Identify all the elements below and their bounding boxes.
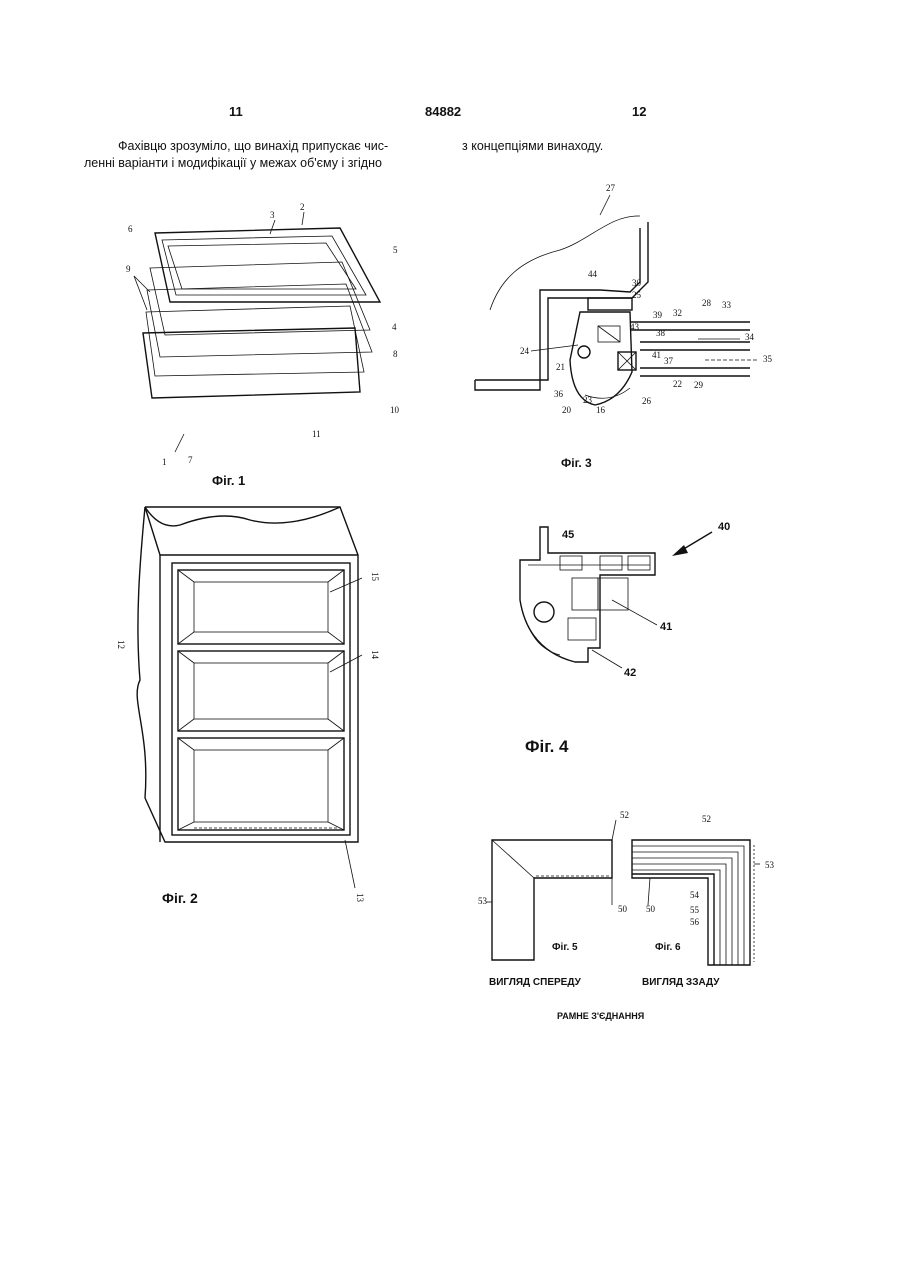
label-56: 56 xyxy=(690,917,700,927)
label-53: 53 xyxy=(478,896,488,906)
label-52: 52 xyxy=(702,814,711,824)
rear-view-label: ВИГЛЯД ЗЗАДУ xyxy=(642,977,720,988)
label-52: 52 xyxy=(620,810,629,820)
figure-5-caption: Фіг. 5 xyxy=(552,942,578,953)
label-50: 50 xyxy=(618,904,628,914)
label-54: 54 xyxy=(690,890,700,900)
front-view-label: ВИГЛЯД СПЕРЕДУ xyxy=(489,977,581,988)
joint-caption: РАМНЕ З'ЄДНАННЯ xyxy=(557,1011,644,1021)
label-50: 50 xyxy=(646,904,656,914)
label-53: 53 xyxy=(765,860,775,870)
label-55: 55 xyxy=(690,905,700,915)
figure-6-caption: Фіг. 6 xyxy=(655,942,681,953)
